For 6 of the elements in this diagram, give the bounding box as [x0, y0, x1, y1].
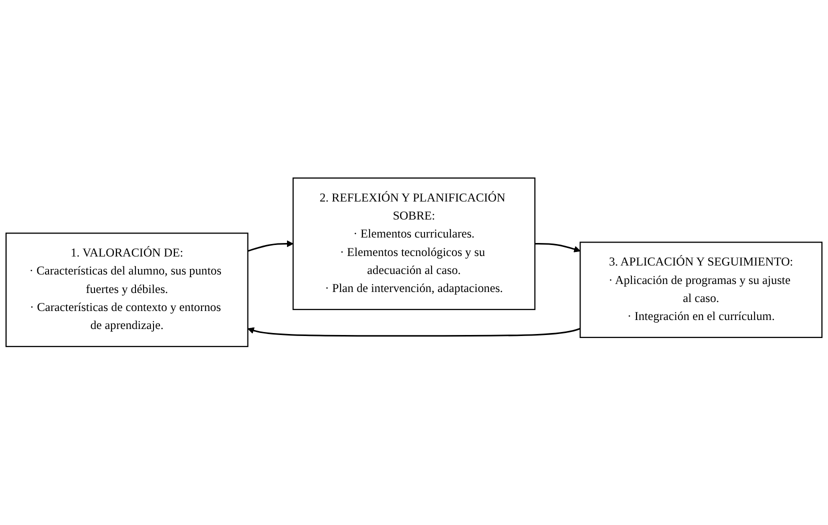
node-box: 2. REFLEXIÓN Y PLANIFICACIÓN SOBRE: · Elementos curriculares. · Elementos tecnológicos y su adecuación al caso. · Plan de intervención, adaptaciones.: [292, 178, 536, 310]
node-box: 1. VALORACIÓN DE: · Características del alumno, sus puntos fuertes y débiles. · Características de contexto y entornos de aprendizaje.: [6, 232, 248, 348]
arrow: [248, 328, 580, 337]
arrow: [248, 240, 294, 252]
node-box: 3. APLICACIÓN Y SEGUIMIENTO: · Aplicación de programas y su ajuste al caso. · Integración en el currículum.: [580, 242, 822, 338]
arrow: [534, 243, 580, 253]
